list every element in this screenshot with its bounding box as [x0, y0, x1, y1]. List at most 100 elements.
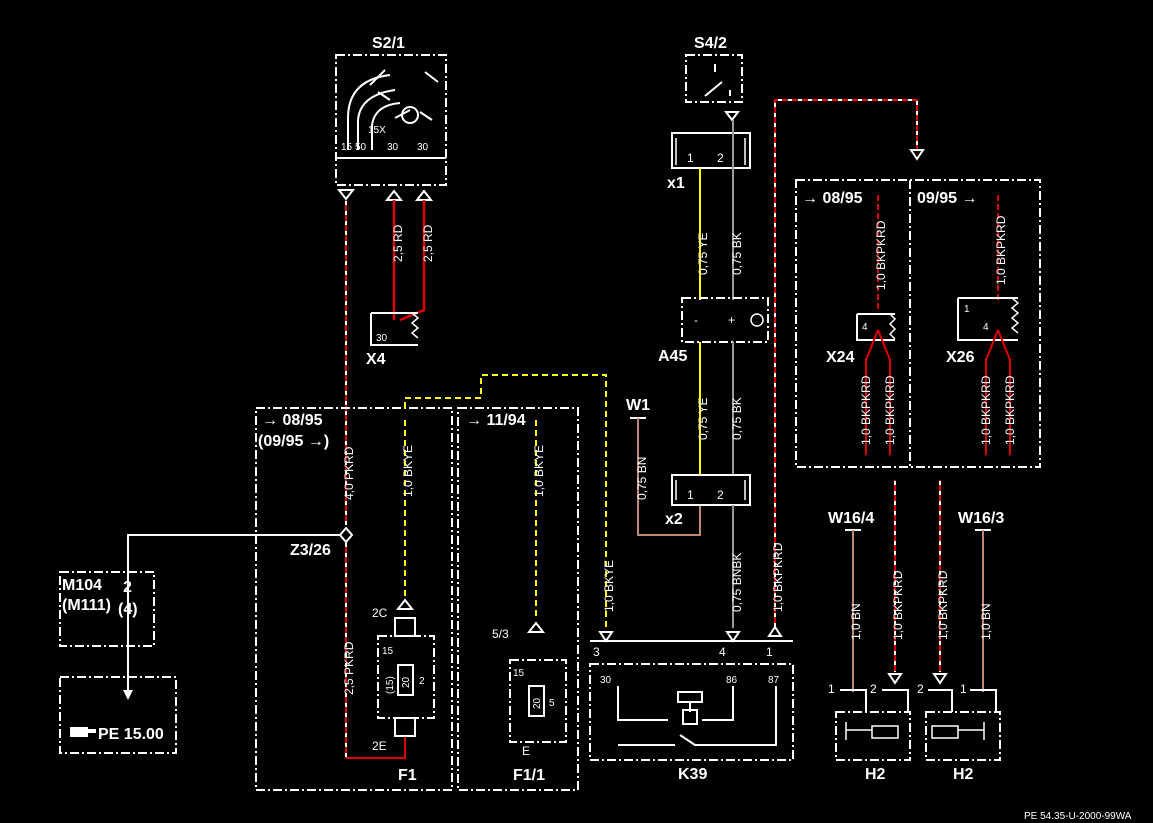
right-version-b: 09/95 → — [917, 190, 977, 207]
version-box-right: → 08/95 09/95 → — [795, 179, 1041, 468]
relay-k39: 3 4 1 30 86 87 K39 — [589, 625, 794, 783]
horn-h2-right: 2 1 H2 — [917, 682, 1001, 783]
x24-label: X24 — [826, 349, 855, 366]
version-box-left: → 08/95 (09/95 →) → 11/94 — [255, 407, 579, 791]
pointing-hand-icon — [70, 727, 96, 737]
h2-wire-bkpkrd-b: 1,0 BKPKRD — [936, 570, 950, 640]
w16-4-wire-bn: 1,0 BN — [849, 603, 863, 640]
w16-3-label: W16/3 — [958, 510, 1004, 527]
switch-s4-2: S4/2 — [685, 35, 743, 122]
x2-pin-2: 2 — [717, 488, 724, 502]
w16-3-wire-bn: 1,0 BN — [979, 603, 993, 640]
h2-wire-bkpkrd-a: 1,0 BKPKRD — [891, 570, 905, 640]
x2-pin-1: 1 — [687, 488, 694, 502]
m104-pin: 2 — [123, 579, 132, 596]
x26-pin-1: 1 — [964, 304, 970, 315]
x26-wire-bot-b: 1,0 BKPKRD — [1003, 375, 1017, 445]
footer-code: PE 54.35-U-2000-99WA — [1024, 811, 1132, 822]
f1-wire-bkye: 1,0 BKYE — [401, 445, 415, 497]
x26-wire-top: 1,0 BKPKRD — [994, 215, 1008, 285]
s2-wire-rd-b: 2,5 RD — [421, 224, 435, 262]
x24-wire-bot-b: 1,0 BKPKRD — [883, 375, 897, 445]
f11-20: 20 — [532, 697, 543, 709]
connector-x24: 4 X24 — [826, 313, 897, 366]
f1-1-label: F1/1 — [513, 767, 545, 784]
connector-x2: 1 2 x2 — [665, 474, 751, 528]
k39-wire-bnbk: 0,75 BNBK — [730, 553, 744, 612]
s2-1-label: S2/1 — [372, 35, 405, 52]
f1-15: 15 — [382, 646, 394, 657]
f11-15: 15 — [513, 668, 525, 679]
x24-wire-top: 1,0 BKPKRD — [874, 220, 888, 290]
horn-h2-left: 1 2 H2 — [828, 682, 911, 783]
f11-e: E — [522, 744, 530, 758]
h2-right-label: H2 — [953, 766, 974, 783]
s2-wire-rd-a: 2,5 RD — [391, 224, 405, 262]
module-a45: - + A45 — [658, 297, 769, 365]
s4-wire-bk: 0,75 BK — [730, 232, 744, 275]
pe-ref-label: PE 15.00 — [98, 726, 164, 743]
f1-20: 20 — [401, 676, 412, 688]
f1-label: F1 — [398, 767, 417, 784]
w16-4-label: W16/4 — [828, 510, 874, 527]
m104-label: M104 — [62, 577, 102, 594]
f1-2c: 2C — [372, 606, 388, 620]
h2l-pin-2: 2 — [870, 682, 877, 696]
f11-5-3: 5/3 — [492, 627, 509, 641]
a45-wire-ye: 0,75 YE — [696, 398, 710, 440]
w1-label: W1 — [626, 397, 650, 414]
wire-pkrd-4: 4,0 PKRD — [342, 446, 356, 500]
x2-label: x2 — [665, 511, 683, 528]
s2-15x-terminal: 15X — [368, 125, 386, 136]
s4-2-label: S4/2 — [694, 35, 727, 52]
k39-term-87: 87 — [768, 675, 780, 686]
h2l-pin-1: 1 — [828, 682, 835, 696]
f11-wire-bkye: 1,0 BKYE — [532, 445, 546, 497]
fuse-f1-1: 5/3 15 20 5 E F1/1 — [492, 621, 567, 784]
h2-left-label: H2 — [865, 766, 886, 783]
s2-15-terminal: 15 — [341, 142, 353, 153]
m111-label: (M111) — [62, 597, 111, 614]
z3-26-label: Z3/26 — [290, 542, 331, 559]
a45-minus: - — [694, 313, 698, 327]
pe-reference[interactable]: PE 15.00 — [59, 676, 177, 754]
left-version-a: → 08/95 — [262, 412, 323, 429]
k39-wire-bkye: 1,0 BKYE — [602, 560, 616, 612]
f1-2e: 2E — [372, 739, 387, 753]
f1-2: 2 — [419, 676, 425, 687]
x24-pin-4: 4 — [862, 322, 868, 333]
ground-w1: W1 0,75 BN — [626, 397, 701, 536]
connector-x1: 1 2 x1 — [667, 132, 751, 192]
f11-5: 5 — [549, 698, 555, 709]
w1-wire-bn: 0,75 BN — [635, 457, 649, 500]
f1-15p: (15) — [385, 676, 396, 694]
h2r-pin-1: 1 — [960, 682, 967, 696]
fuse-f1: 2C 15 (15) 20 2 2E F1 — [372, 598, 435, 784]
s2-30a-terminal: 30 — [387, 142, 399, 153]
x1-pin-2: 2 — [717, 151, 724, 165]
s2-50-terminal: 50 — [355, 142, 367, 153]
x26-wire-bot-a: 1,0 BKPKRD — [979, 375, 993, 445]
splice-z3-26: Z3/26 — [123, 526, 354, 700]
x26-pin-4: 4 — [983, 322, 989, 333]
k39-label: K39 — [678, 766, 707, 783]
s4-wire-ye: 0,75 YE — [696, 233, 710, 275]
k39-pin-4: 4 — [719, 645, 726, 659]
left-version-b: (09/95 →) — [258, 433, 329, 450]
k39-pin-1: 1 — [766, 645, 773, 659]
x4-30-terminal: 30 — [376, 333, 388, 344]
x1-label: x1 — [667, 175, 685, 192]
middle-version: → 11/94 — [466, 412, 526, 429]
wire-pkrd-25: 2,5 PKRD — [342, 641, 356, 695]
k39-term-30: 30 — [600, 675, 612, 686]
h2r-pin-2: 2 — [917, 682, 924, 696]
right-version-a: → 08/95 — [802, 190, 863, 207]
engine-m104: M104 (M111) 2 (4) — [59, 571, 155, 647]
a45-plus: + — [728, 313, 735, 327]
m104-pin-alt: (4) — [118, 601, 138, 618]
x1-pin-1: 1 — [687, 151, 694, 165]
k39-wire-bkpkrd: 1,0 BKPKRD — [771, 542, 785, 612]
x24-wire-bot-a: 1,0 BKPKRD — [859, 375, 873, 445]
k39-term-86: 86 — [726, 675, 738, 686]
